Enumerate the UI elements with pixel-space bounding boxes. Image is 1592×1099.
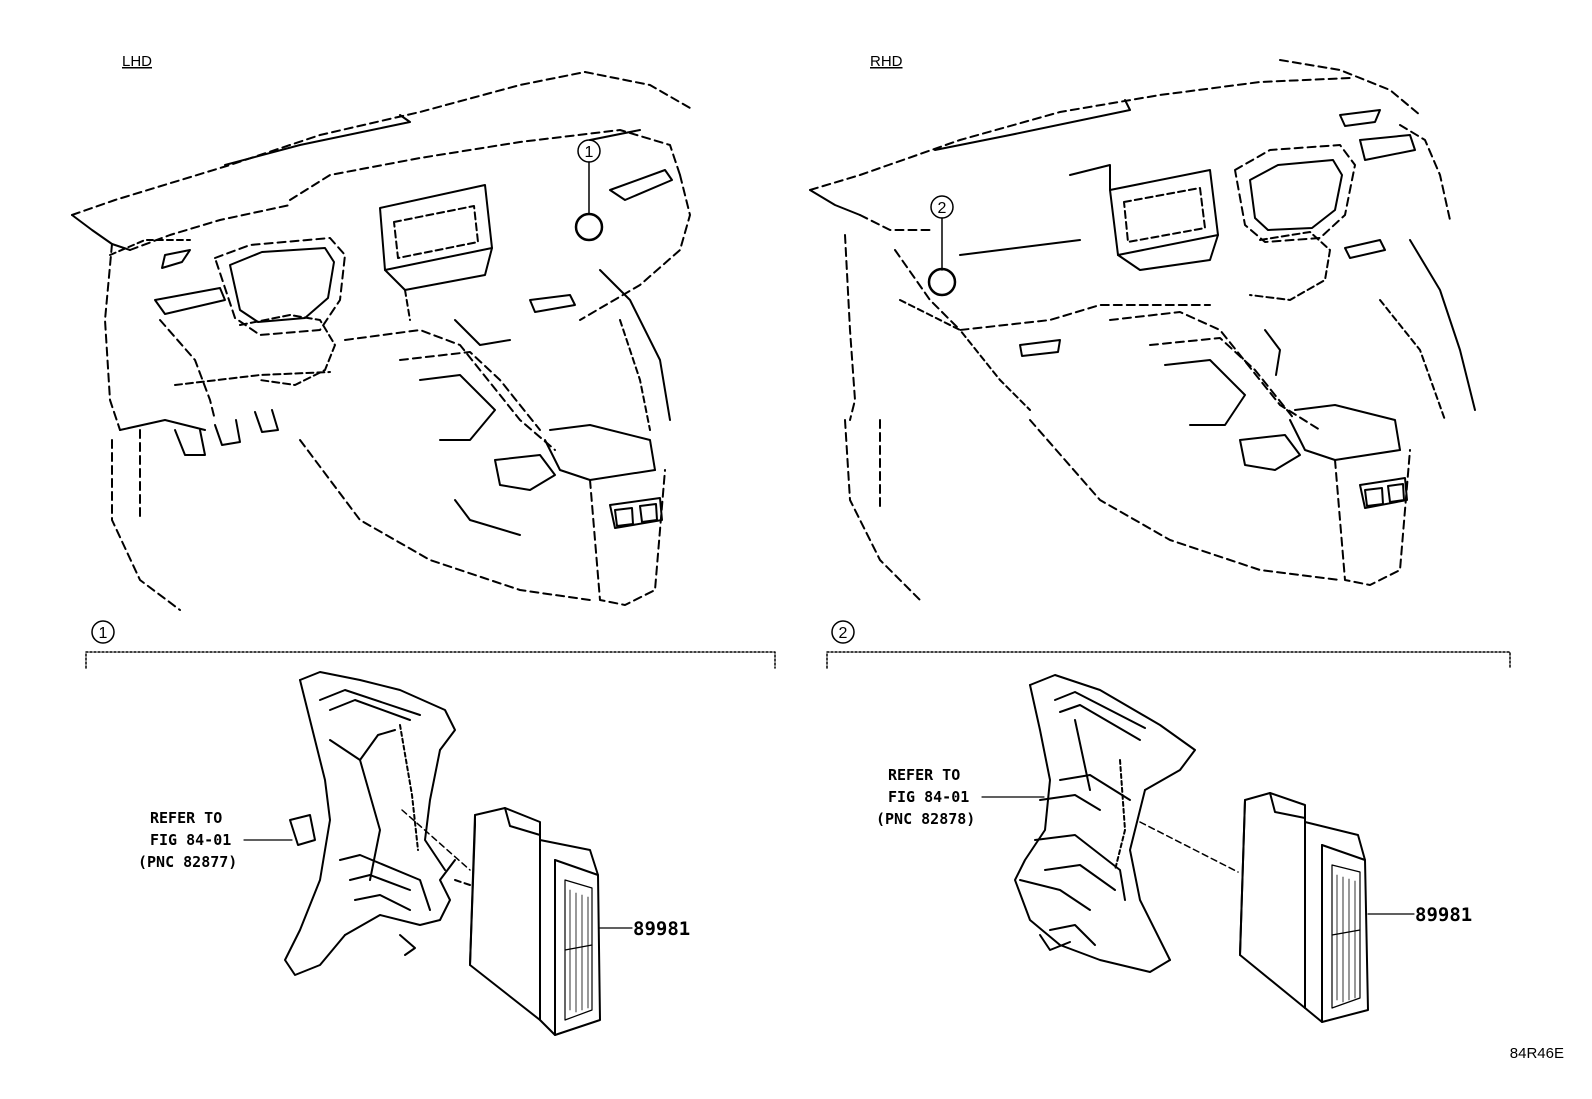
rhd-dashboard-illustration: RHD — [809, 53, 1476, 601]
rhd-header: RHD — [870, 53, 903, 70]
rhd-part-number: 89981 — [1415, 904, 1472, 926]
figure-code: 84R46E — [1510, 1045, 1564, 1062]
detail-1-callout: 1 — [99, 625, 108, 642]
lhd-location-marker — [574, 212, 604, 242]
rhd-refer-line-1: REFER TO — [888, 766, 960, 784]
rhd-refer-line-3: (PNC 82878) — [876, 810, 975, 828]
lhd-callout-number: 1 — [585, 144, 594, 161]
detail-1-group: 1 — [85, 620, 776, 1036]
detail-1-bracket — [85, 651, 776, 669]
rhd-location-marker — [927, 267, 957, 297]
rhd-refer-line-2: FIG 84-01 — [888, 788, 969, 806]
lhd-refer-line-2: FIG 84-01 — [150, 831, 231, 849]
lhd-header: LHD — [122, 53, 152, 70]
detail-2-group: 2 — [826, 620, 1511, 1023]
detail-2-bracket — [826, 651, 1511, 669]
lhd-mounting-bracket — [284, 671, 456, 976]
lhd-part-number: 89981 — [633, 918, 690, 940]
rhd-mounting-bracket — [1014, 674, 1196, 973]
lhd-dashboard-illustration: LHD — [71, 53, 691, 611]
rhd-ecu-module — [1239, 792, 1369, 1023]
lhd-ecu-module — [469, 807, 601, 1036]
detail-2-callout: 2 — [839, 625, 848, 642]
lhd-refer-line-1: REFER TO — [150, 809, 222, 827]
rhd-callout-number: 2 — [938, 200, 947, 217]
lhd-refer-line-3: (PNC 82877) — [138, 853, 237, 871]
